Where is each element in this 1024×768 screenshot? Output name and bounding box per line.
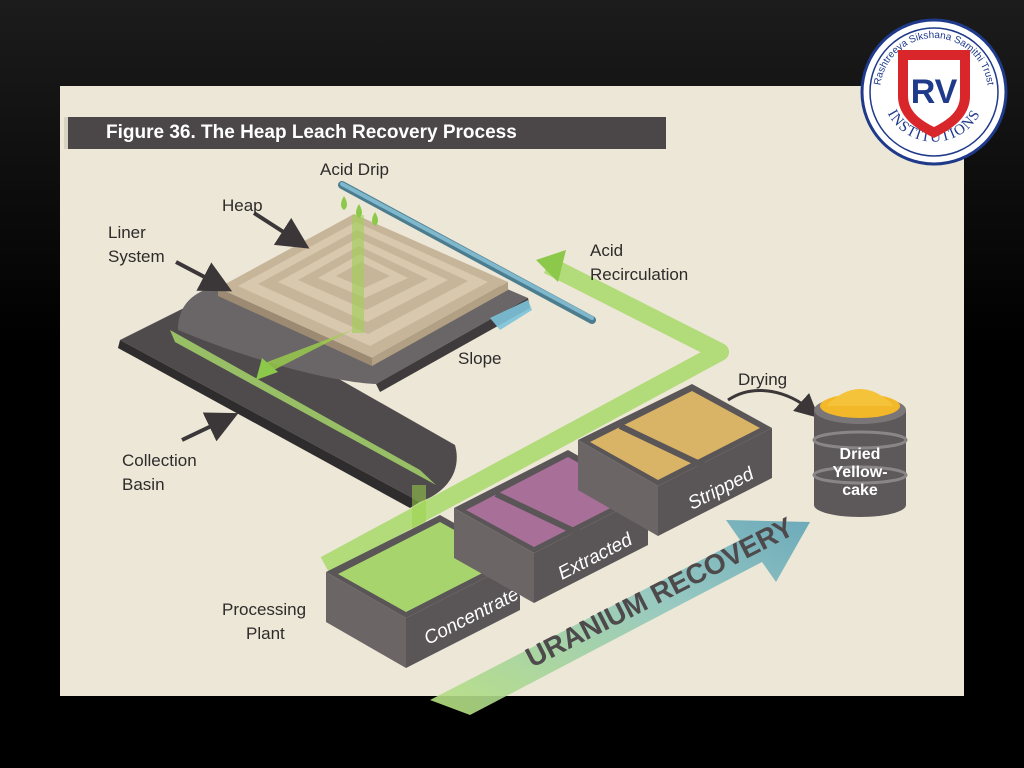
yellowcake-label-line1: Dried [840,446,881,463]
acid-drop-icon [356,204,362,218]
solution-flow [256,215,426,545]
label-liner-line1: Liner [108,223,146,242]
label-collection-line2: Basin [122,475,165,494]
heap-pointer-arrow [252,211,310,249]
label-processing-line2: Plant [246,624,285,643]
collection-basin [118,300,457,508]
collection-pointer-arrow [181,412,239,442]
label-slope: Slope [458,349,501,368]
logo-initials: RV [911,73,958,111]
figure-title: Figure 36. The Heap Leach Recovery Proce… [64,117,666,149]
pointer-arrows [175,211,310,442]
acid-drip-pipe [338,181,596,324]
yellowcake-label-line3: cake [842,482,878,499]
yellowcake-drum: Dried Yellow- cake [812,389,908,517]
label-acid-recirc-line2: Recirculation [590,265,688,284]
yellowcake-label-line2: Yellow- [832,464,887,481]
acid-recirculation-flow [320,250,729,573]
liner-pointer-arrow [175,260,233,292]
label-processing-line1: Processing [222,600,306,619]
label-acid-recirc-line1: Acid [590,241,623,260]
tank-stripped: Stripped [578,384,772,536]
drying-arrow [727,389,819,419]
label-drying: Drying [738,370,787,389]
label-collection-line1: Collection [122,451,197,470]
acid-drop-icon [341,196,347,210]
label-liner-line2: System [108,247,165,266]
label-heap: Heap [222,196,263,215]
label-acid-drip: Acid Drip [320,160,389,179]
rv-institutions-logo: Rashtreeya Sikshana Samithi Trust INSTIT… [860,18,1008,166]
acid-drop-icon [372,212,378,226]
